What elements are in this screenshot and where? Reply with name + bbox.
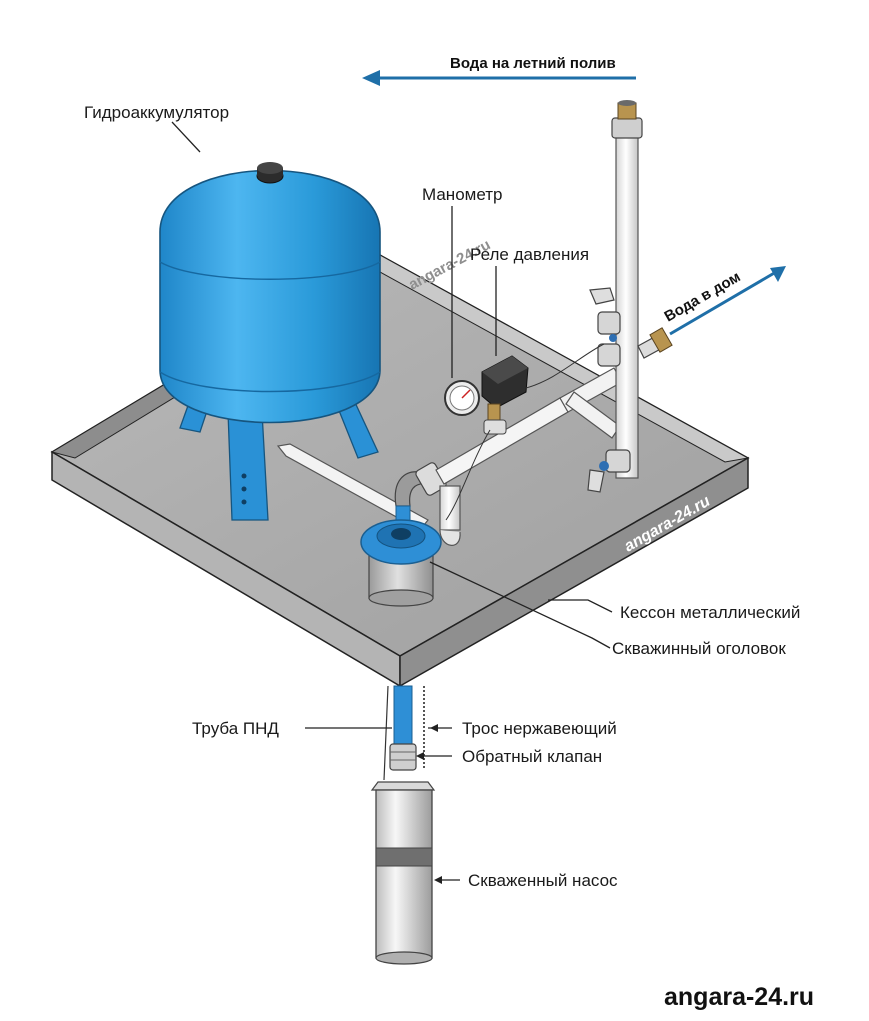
pressure-switch (481, 355, 529, 435)
label-pipe: Труба ПНД (192, 719, 279, 738)
accumulator-tank (159, 162, 381, 521)
check-valve (389, 743, 417, 771)
label-pump: Скваженный насос (468, 871, 618, 890)
pipe-down-leg (439, 485, 461, 531)
pump-band (375, 847, 433, 867)
summer-water-arrow (362, 70, 636, 86)
piping (276, 100, 673, 546)
hdpe-pipe (393, 685, 413, 745)
label-caisson: Кессон металлический (620, 603, 800, 622)
tank-body (159, 169, 381, 424)
leader-lines (171, 121, 613, 884)
label-manometer: Манометр (422, 185, 502, 204)
valve-upper (589, 287, 621, 335)
brand-logo-text: angara-24.ru (664, 983, 814, 1011)
relay-wire (525, 343, 605, 389)
pump-cap (370, 781, 436, 791)
house-water-arrow (669, 266, 786, 336)
label-summer-water: Вода на летний полив (450, 55, 616, 72)
power-wire (383, 685, 389, 781)
pump-body (375, 789, 433, 959)
manometer (444, 380, 480, 416)
pipe-cross-lower (565, 391, 621, 439)
vertical-riser (615, 129, 639, 479)
label-accumulator: Гидроаккумулятор (84, 103, 229, 122)
caisson-front-right (399, 456, 749, 688)
valve-lower (587, 449, 631, 493)
submersible-assembly (370, 685, 436, 965)
valve-middle (597, 334, 621, 367)
label-pressure-switch: Реле давления (470, 245, 589, 264)
label-cable: Трос нержавеющий (462, 719, 617, 738)
tank-leg-front (227, 411, 269, 521)
well-head (360, 519, 442, 607)
label-well-head: Скважинный оголовок (612, 639, 786, 658)
label-check-valve: Обратный клапан (462, 747, 602, 766)
